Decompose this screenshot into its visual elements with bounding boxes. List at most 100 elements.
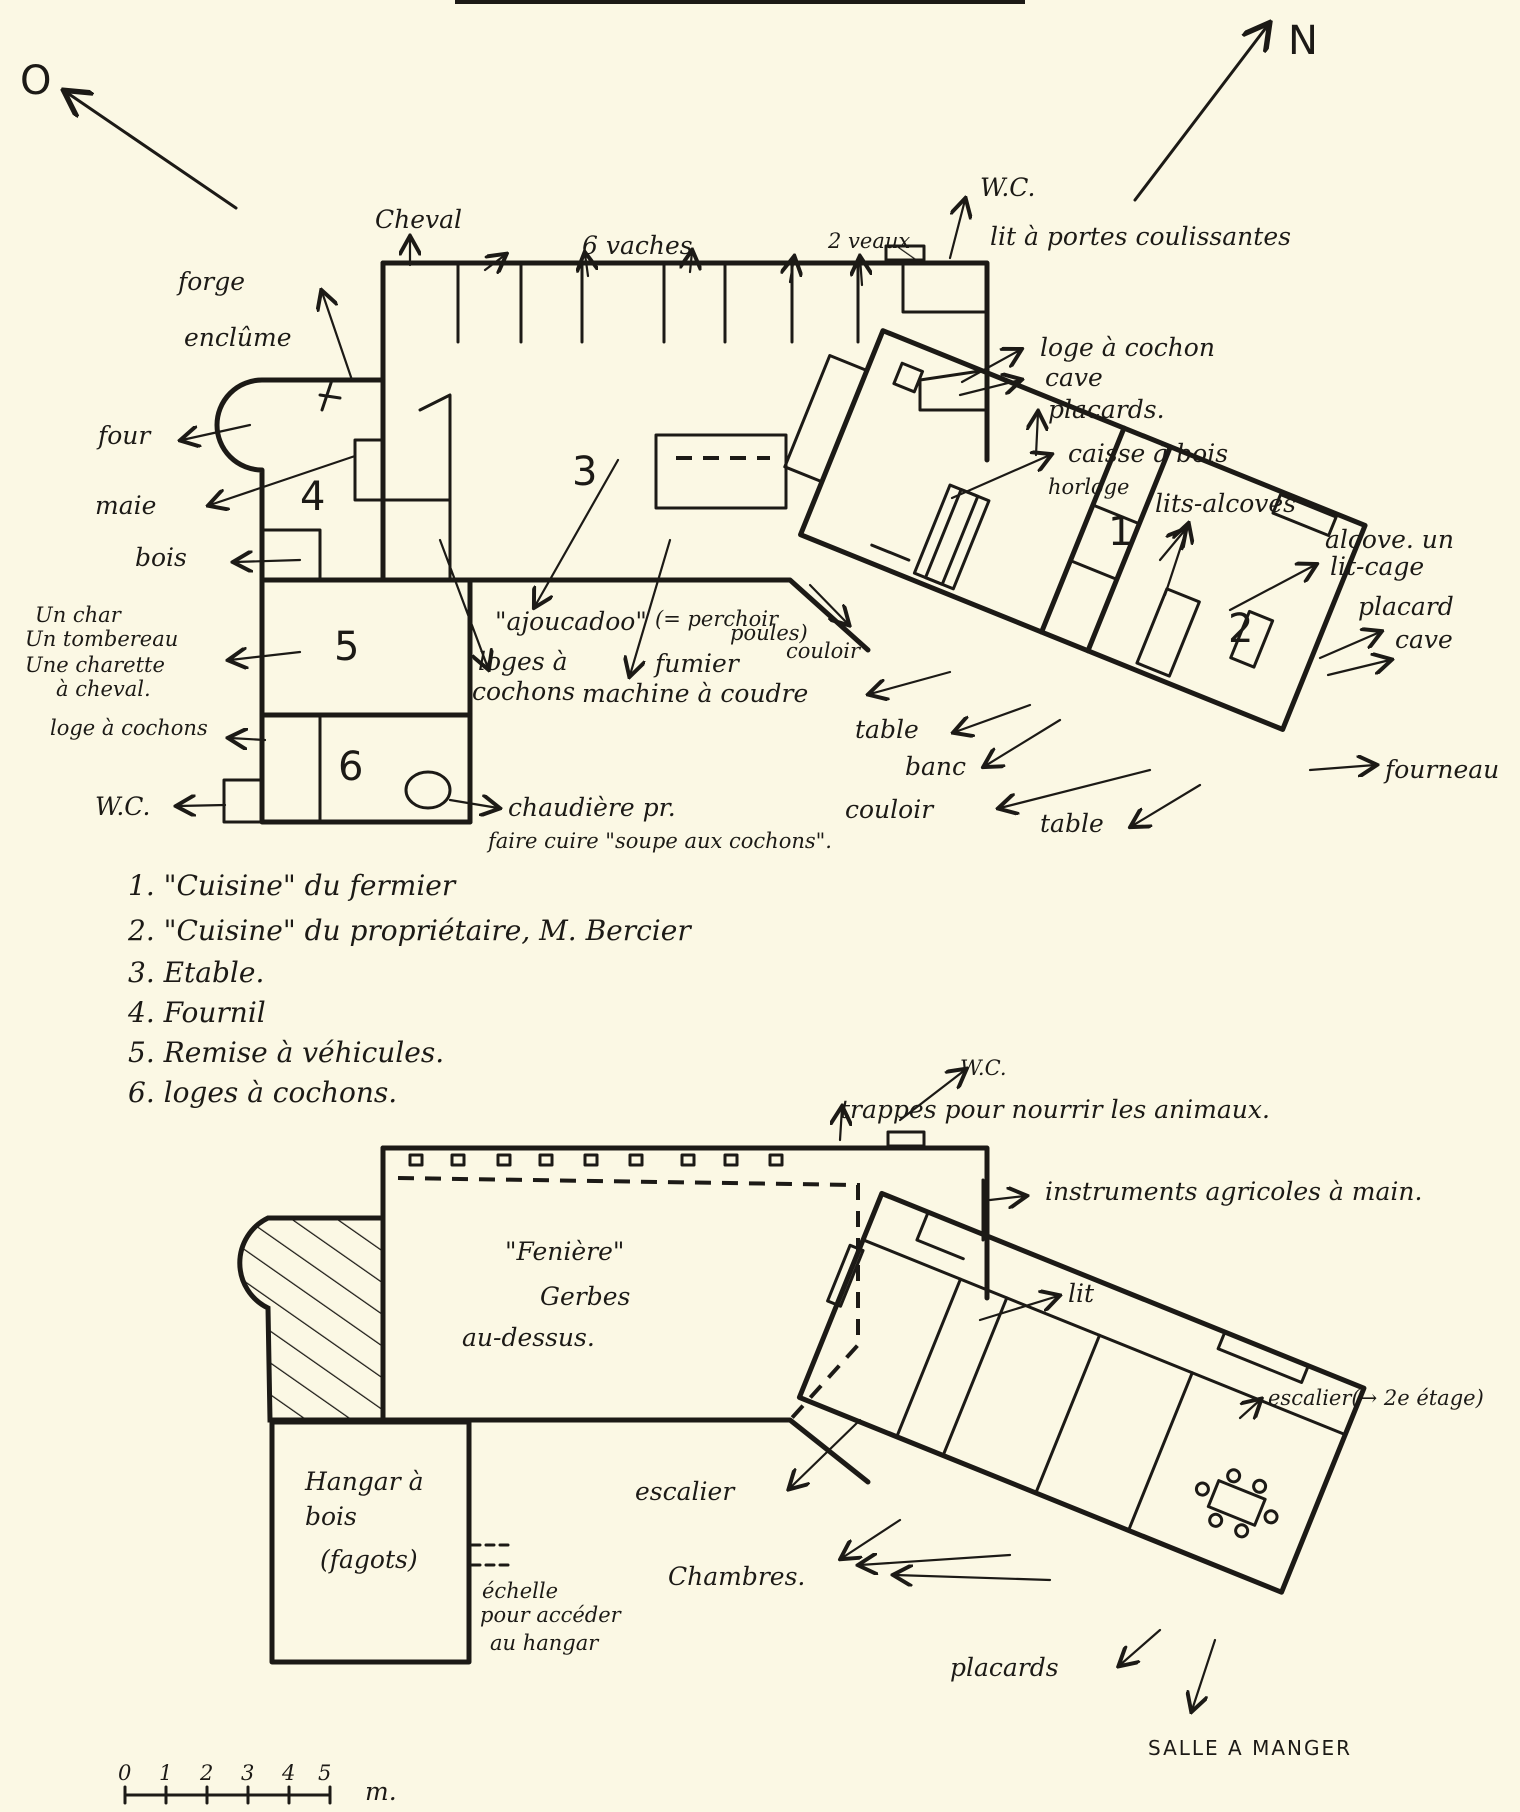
label-hangar-2: bois [305, 1502, 357, 1531]
label-poules: poules) [730, 621, 808, 645]
label-vaches: 6 vaches [582, 231, 693, 260]
label-wc-top: W.C. [980, 173, 1035, 202]
label-cheval: Cheval [375, 205, 462, 234]
label-couloir-1: couloir [786, 639, 862, 663]
label-loge-cochon: loge à cochon [1040, 333, 1215, 362]
label-chambres: Chambres. [668, 1562, 805, 1591]
label-cave-2: cave [1395, 625, 1453, 654]
label-cave-1: cave [1045, 363, 1103, 392]
scale-tick-4: 4 [281, 1761, 295, 1785]
dining-table [1206, 1479, 1267, 1527]
legend-item-1: 1. "Cuisine" du fermier [128, 869, 457, 902]
label-cuire: faire cuire "soupe aux cochons". [486, 829, 832, 853]
label-hangar-1: Hangar à [304, 1467, 424, 1496]
label-lit-portes: lit à portes coulissantes [990, 222, 1291, 251]
remise-wall [259, 577, 473, 825]
feeding-hatches [408, 1153, 784, 1167]
label-echelle-3: au hangar [490, 1631, 600, 1655]
hangar-outline [269, 1419, 472, 1665]
legend-item-4: 4. Fournil [127, 996, 266, 1029]
scale-tick-5: 5 [318, 1761, 331, 1785]
label-chaudiere: chaudière pr. [508, 793, 676, 822]
room-legend: 1. "Cuisine" du fermier 2. "Cuisine" du … [127, 869, 692, 1109]
scale-tick-2: 2 [199, 1761, 213, 1785]
bedrooms-outline [796, 1190, 1367, 1595]
label-alcove-2: lit-cage [1330, 552, 1424, 581]
label-banc: banc [905, 752, 966, 781]
scale-tick-3: 3 [241, 1761, 254, 1785]
upper-floor-arrows [790, 1070, 1260, 1710]
room-1-number: 1 [1108, 509, 1133, 555]
label-escalier: escalier [635, 1477, 736, 1506]
label-char: Un char [35, 603, 123, 627]
staircase-side [826, 1243, 865, 1308]
scale-tick-0: 0 [118, 1761, 131, 1785]
legend-item-2: 2. "Cuisine" du propriétaire, M. Bercier [127, 914, 692, 947]
label-tombereau: Un tombereau [25, 627, 178, 651]
wc-box [222, 778, 264, 824]
label-table-1: table [855, 715, 919, 744]
label-placards: placards. [1048, 395, 1165, 424]
room-5-number: 5 [334, 624, 359, 670]
fournil-wall [214, 377, 473, 825]
label-charette: Une charette [25, 653, 165, 677]
north-arrow-icon [1133, 25, 1268, 202]
cattle-stalls [456, 244, 989, 412]
label-upper-placards: placards [950, 1653, 1059, 1682]
label-perchoir: (= perchoir [655, 607, 780, 631]
label-four: four [96, 421, 152, 450]
label-instruments: instruments agricoles à main. [1045, 1177, 1422, 1206]
label-fagots: (fagots) [320, 1545, 418, 1574]
label-cochons: cochons [472, 677, 575, 706]
label-placard: placard [1358, 592, 1454, 621]
label-veaux: 2 veaux [827, 229, 910, 253]
label-upper-wc: W.C. [960, 1056, 1007, 1080]
label-caisse: caisse à bois [1068, 439, 1228, 468]
manger [654, 433, 788, 510]
hayloft-wall [380, 1145, 990, 1301]
label-echelle-2: pour accéder [480, 1603, 623, 1627]
scale-tick-1: 1 [159, 1761, 172, 1785]
label-echelle-1: échelle [482, 1579, 558, 1603]
ground-floor-plan: 1 2 3 4 5 6 [25, 173, 1499, 853]
room-2-number: 2 [1228, 606, 1253, 652]
ground-floor-arrows [178, 200, 1390, 826]
west-arrow-icon [66, 92, 238, 210]
north-label: N [1288, 18, 1318, 64]
label-maie: maie [95, 491, 156, 520]
scale-unit: m. [365, 1777, 397, 1806]
label-loge-cochons-left: loge à cochons [50, 716, 208, 740]
label-horloge: horloge [1048, 475, 1129, 499]
label-lits-alcoves: lits-alcoves [1155, 489, 1296, 518]
boiler-icon [404, 770, 452, 810]
compass: N O [20, 18, 1318, 210]
label-table-2: table [1040, 809, 1104, 838]
scale-bar: 0 1 2 3 4 5 m. [118, 1761, 397, 1806]
label-gerbes: Gerbes [540, 1282, 630, 1311]
label-loges-a: loges à [478, 647, 568, 676]
label-machine: machine à coudre [582, 679, 808, 708]
west-label: O [20, 58, 51, 104]
label-ajoucadoo: "ajoucadoo" [495, 607, 647, 636]
hatched-section [237, 1215, 386, 1423]
label-lit: lit [1068, 1279, 1095, 1308]
label-enclume: enclûme [184, 323, 292, 352]
label-trappes: trappes pour nourrir les animaux. [840, 1095, 1270, 1124]
room-4-number: 4 [300, 474, 325, 520]
room-6-number: 6 [338, 744, 363, 790]
label-a-cheval: à cheval. [56, 677, 151, 701]
label-couloir-2: couloir [845, 795, 935, 824]
upper-floor-plan: W.C. trappes pour nourrir les animaux. i… [237, 1056, 1484, 1760]
label-salle-a-manger: SALLE A MANGER [1148, 1736, 1352, 1760]
label-feniere: "Fenière" [505, 1237, 624, 1266]
label-escalier-2: escalier(→ 2e étage) [1268, 1386, 1484, 1410]
label-fourneau: fourneau [1383, 755, 1499, 784]
label-fumier: fumier [653, 649, 741, 678]
legend-item-3: 3. Etable. [128, 956, 264, 989]
label-alcove-1: alcove. un [1325, 525, 1454, 554]
label-bois: bois [135, 543, 187, 572]
staircase-upper [1216, 1330, 1310, 1384]
room-3-number: 3 [572, 449, 597, 495]
